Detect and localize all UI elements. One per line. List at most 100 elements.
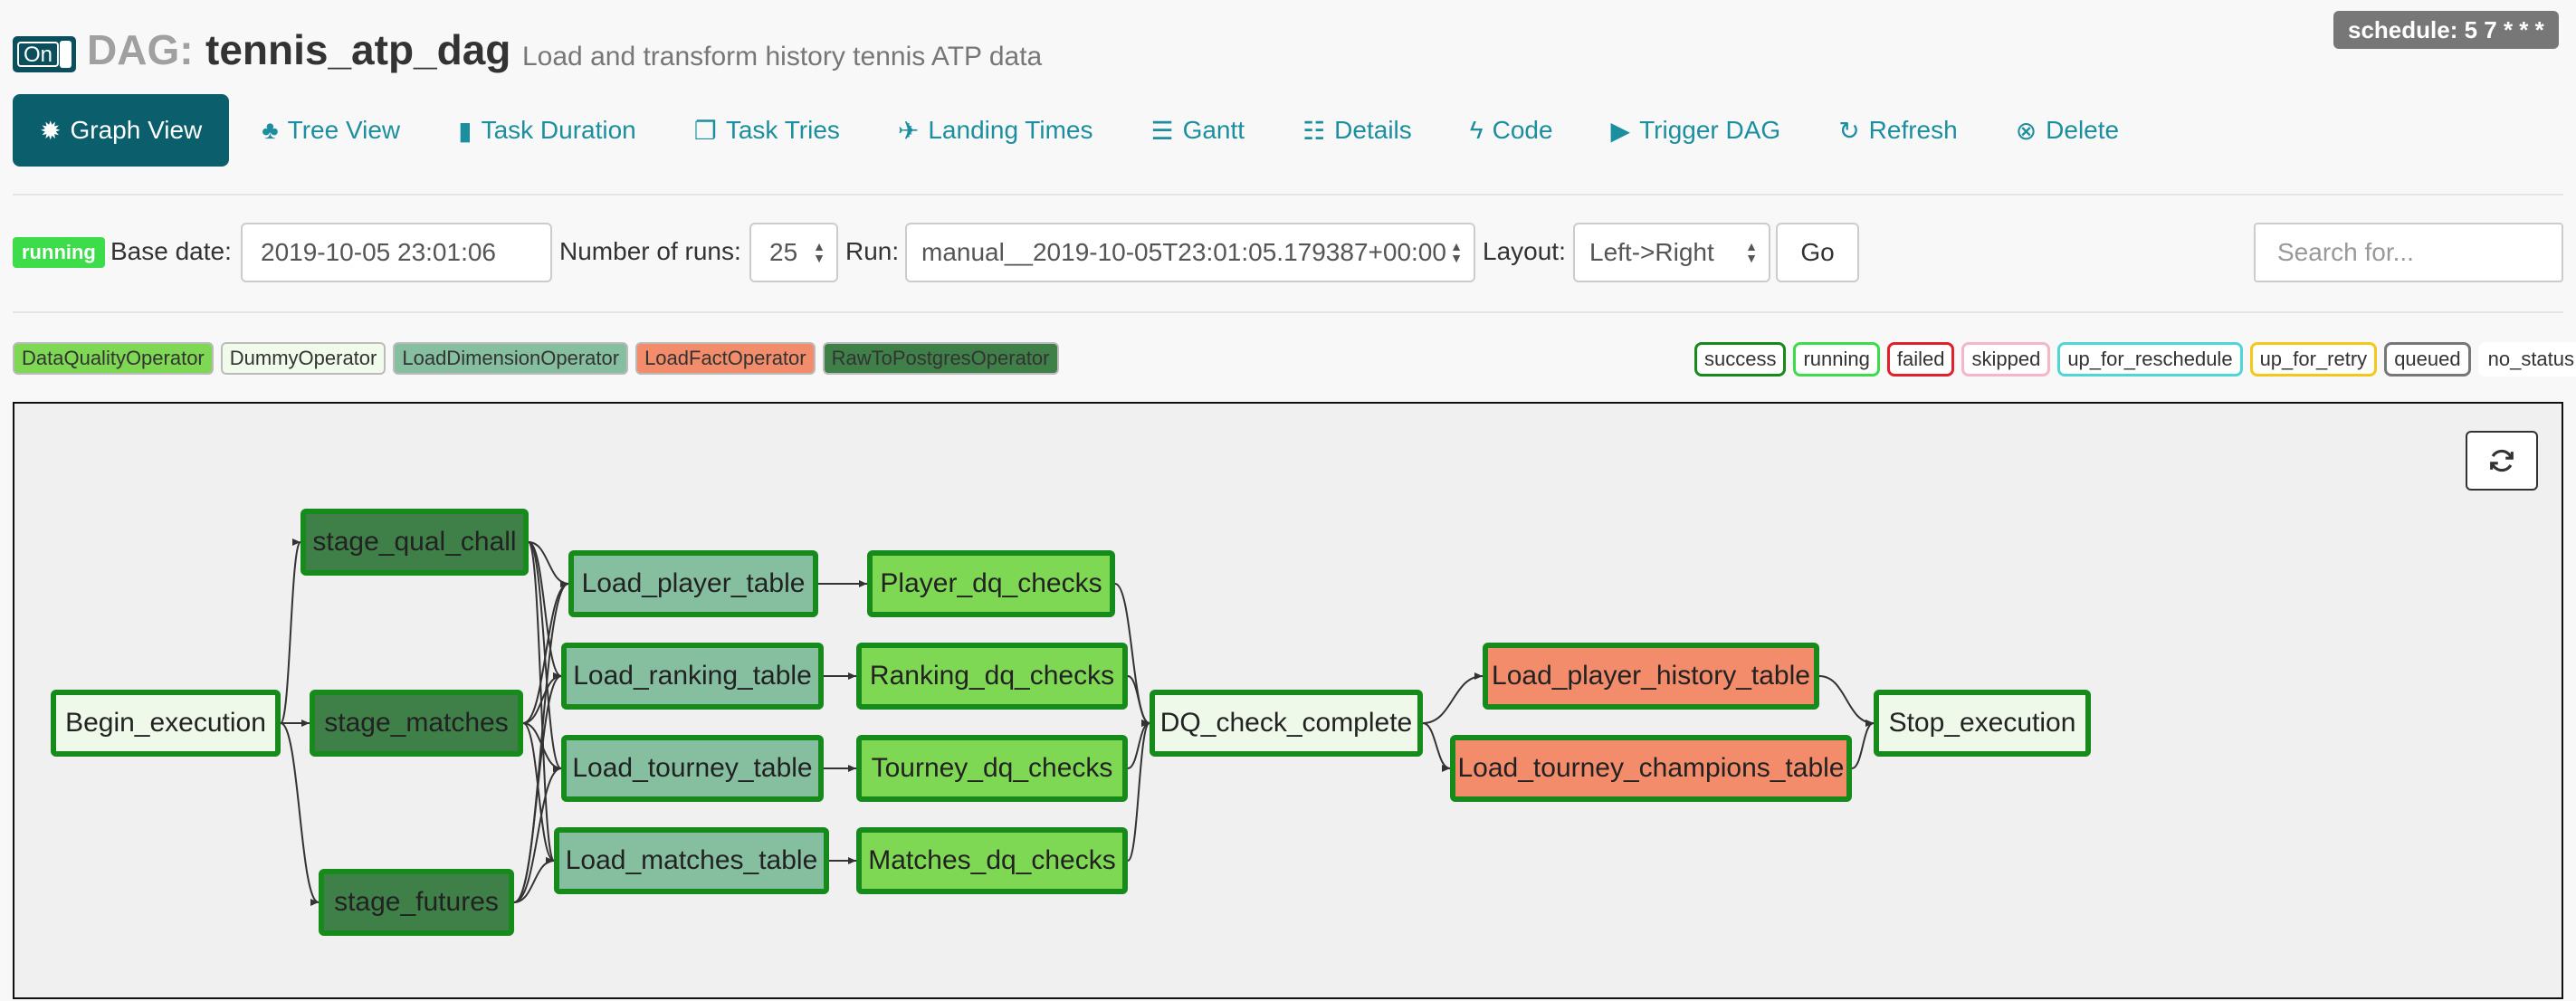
task-node-stage-qual-chall[interactable]: stage_qual_chall (301, 509, 529, 576)
nav-delete[interactable]: ⊗ Delete (1990, 94, 2144, 167)
refresh-icon: ↻ (1838, 116, 1860, 145)
nav-label: Gantt (1182, 116, 1245, 144)
task-node-matches-dq-checks[interactable]: Matches_dq_checks (856, 827, 1128, 894)
state-legend-queued[interactable]: queued (2384, 342, 2471, 377)
nav-label: Refresh (1868, 116, 1958, 144)
edge-matches-dq-checks-to-dq-check-complete (1127, 720, 1150, 862)
dag-name: tennis_atp_dag (205, 26, 511, 73)
nav-task-duration[interactable]: ▮Task Duration (433, 94, 662, 167)
task-node-ranking-dq-checks[interactable]: Ranking_dq_checks (856, 643, 1128, 710)
nav-label: Landing Times (928, 116, 1093, 144)
layout-label: Layout: (1483, 237, 1566, 265)
base-date-input[interactable]: 2019-10-05 23:01:06 (241, 223, 552, 282)
search-input[interactable] (2254, 223, 2563, 282)
state-legend-success[interactable]: success (1694, 342, 1787, 377)
edge-begin-execution-to-stage-futures (280, 722, 320, 906)
operator-legend-item: DummyOperator (220, 342, 386, 375)
nav-landing-times[interactable]: ✈ Landing Times (873, 94, 1119, 167)
run-label: Run: (845, 237, 900, 265)
divider (13, 311, 2563, 313)
task-node-load-matches-table[interactable]: Load_matches_table (554, 827, 829, 894)
select-arrows-icon: ▲▼ (813, 239, 825, 265)
nav-label: Task Tries (725, 116, 840, 144)
remove-circle-icon: ⊗ (2015, 116, 2037, 145)
task-node-stage-matches[interactable]: stage_matches (310, 690, 523, 757)
dag-prefix: DAG: (87, 26, 194, 73)
dag-on-off-toggle[interactable]: On (13, 36, 76, 72)
num-runs-value: 25 (769, 238, 798, 266)
bar-chart-icon: ▮ (458, 116, 472, 145)
dag-description: Load and transform history tennis ATP da… (522, 42, 1043, 72)
layout-select[interactable]: Left->Right ▲▼ (1573, 223, 1770, 282)
task-node-player-dq-checks[interactable]: Player_dq_checks (867, 550, 1115, 617)
task-node-stop-execution[interactable]: Stop_execution (1874, 690, 2091, 757)
nav-label: Delete (2046, 116, 2120, 144)
play-circle-icon: ▶ (1610, 116, 1631, 145)
list-icon: ☷ (1302, 116, 1326, 145)
state-legend-failed[interactable]: failed (1886, 342, 1955, 377)
nav-refresh[interactable]: ↻ Refresh (1813, 94, 1983, 167)
nav-gantt[interactable]: ☰ Gantt (1125, 94, 1270, 167)
base-date-label: Base date: (110, 237, 232, 265)
toggle-label: On (17, 42, 59, 67)
edge-stage-futures-to-load-ranking-table (513, 672, 562, 903)
edge-stage-futures-to-load-matches-table (513, 857, 555, 903)
edge-stage-matches-to-load-matches-table (522, 722, 555, 864)
operator-legend-item: LoadDimensionOperator (393, 342, 629, 375)
task-node-load-ranking-table[interactable]: Load_ranking_table (561, 643, 824, 710)
num-runs-select[interactable]: 25 ▲▼ (749, 223, 838, 282)
nav-label: Details (1334, 116, 1412, 144)
edge-dq-check-complete-to-load-player-history-table (1422, 672, 1484, 724)
nav-tree-view[interactable]: ♣ Tree View (236, 94, 425, 167)
nav-graph-view[interactable]: ✹ Graph View (13, 94, 230, 167)
operator-legend-item: LoadFactOperator (635, 342, 816, 375)
select-arrows-icon: ▲▼ (1745, 239, 1758, 265)
task-node-begin-execution[interactable]: Begin_execution (51, 690, 281, 757)
run-value: manual__2019-10-05T23:01:05.179387+00:00 (921, 238, 1446, 266)
edge-stage-matches-to-load-player-table (522, 580, 569, 724)
divider (13, 194, 2563, 195)
tree-icon: ♣ (262, 116, 279, 144)
task-node-stage-futures[interactable]: stage_futures (319, 869, 514, 936)
task-node-load-player-history-table[interactable]: Load_player_history_table (1483, 643, 1819, 710)
nav-label: Code (1492, 116, 1553, 144)
go-button[interactable]: Go (1776, 223, 1859, 282)
task-node-dq-check-complete[interactable]: DQ_check_complete (1150, 690, 1423, 757)
edge-dq-check-complete-to-load-tourney-champions-table (1422, 722, 1451, 772)
state-legend-up-for-reschedule[interactable]: up_for_reschedule (2057, 342, 2243, 377)
state-legend-no-status[interactable]: no_status (2477, 342, 2576, 377)
state-legend-up-for-retry[interactable]: up_for_retry (2249, 342, 2378, 377)
toggle-knob (60, 41, 72, 68)
graph-refresh-button[interactable] (2466, 431, 2538, 491)
task-node-load-player-table[interactable]: Load_player_table (568, 550, 818, 617)
edge-stage-qual-chall-to-load-ranking-table (528, 541, 562, 680)
plane-icon: ✈ (897, 116, 920, 145)
nav-details[interactable]: ☷ Details (1277, 94, 1437, 167)
nav-trigger-dag[interactable]: ▶ Trigger DAG (1586, 94, 1807, 167)
dag-graph-canvas[interactable]: Begin_execution stage_qual_chall stage_mat… (13, 402, 2563, 999)
operator-legend-item: RawToPostgresOperator (822, 342, 1059, 375)
nav-label: Tree View (287, 116, 401, 144)
layout-value: Left->Right (1589, 238, 1714, 266)
run-select[interactable]: manual__2019-10-05T23:01:05.179387+00:00… (905, 223, 1475, 282)
nav-task-tries[interactable]: ❐ Task Tries (669, 94, 865, 167)
dag-nav-bar: ✹ Graph View ♣ Tree View ▮Task Duration ❐ Task… (13, 94, 2151, 167)
align-left-icon: ☰ (1150, 116, 1174, 145)
operator-legend-item: DataQualityOperator (13, 342, 214, 375)
nav-label: Graph View (70, 116, 203, 144)
edge-load-tourney-champions-table-to-stop-execution (1851, 720, 1875, 769)
nav-code[interactable]: ϟ Code (1445, 94, 1579, 167)
task-node-tourney-dq-checks[interactable]: Tourney_dq_checks (856, 735, 1128, 802)
flash-icon: ϟ (1469, 116, 1484, 144)
state-legend-skipped[interactable]: skipped (1961, 342, 2051, 377)
files-icon: ❐ (693, 116, 717, 145)
edge-begin-execution-to-stage-qual-chall (280, 539, 301, 724)
task-node-load-tourney-table[interactable]: Load_tourney_table (561, 735, 824, 802)
sun-icon: ✹ (40, 116, 62, 145)
num-runs-label: Number of runs: (559, 237, 741, 265)
state-legend-running[interactable]: running (1793, 342, 1880, 377)
nav-label: Trigger DAG (1639, 116, 1781, 144)
task-node-load-tourney-champions-table[interactable]: Load_tourney_champions_table (1450, 735, 1852, 802)
